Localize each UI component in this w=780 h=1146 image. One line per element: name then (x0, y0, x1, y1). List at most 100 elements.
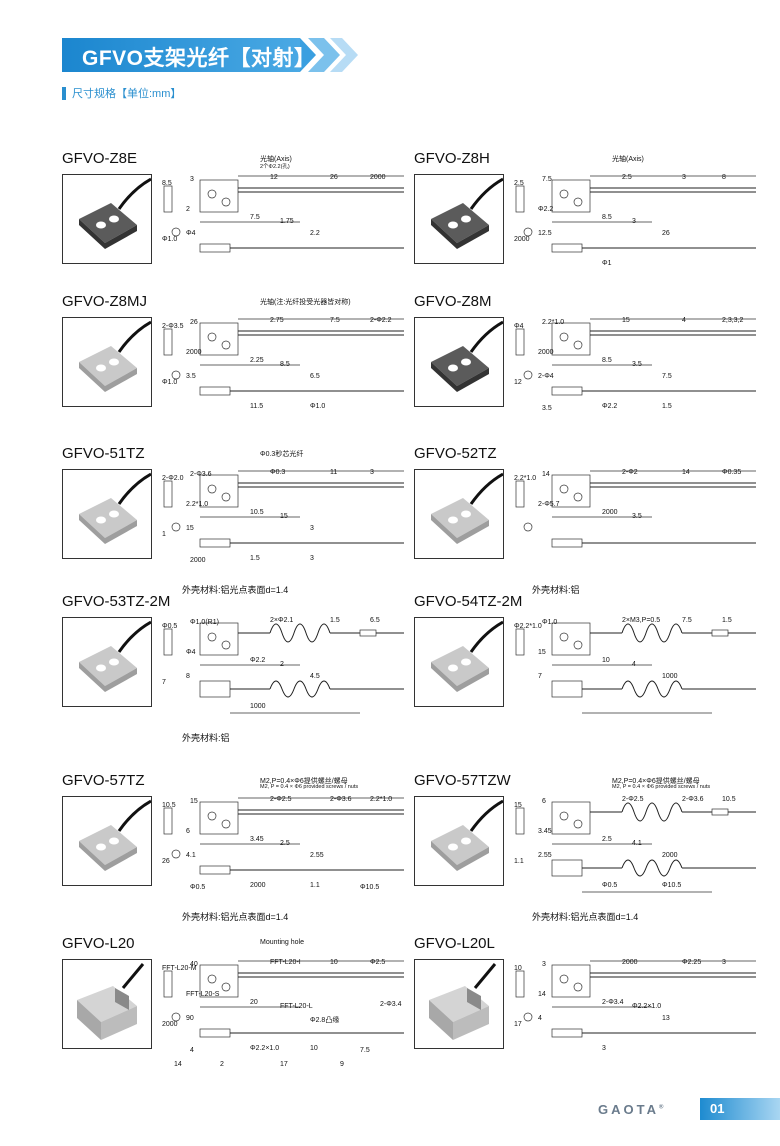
dimension-label: Φ4 (186, 230, 196, 237)
dimension-label: 1.1 (310, 882, 320, 889)
dimension-label: 3 (682, 174, 686, 181)
dimension-label: 7.5 (250, 214, 260, 221)
dimension-label: FFT-L20-S (186, 991, 220, 998)
dimension-label: FFT-L20-L (280, 1003, 313, 1010)
dimension-label: 3.5 (542, 405, 552, 412)
dimension-label: 7.5 (360, 1047, 370, 1054)
page-number-tab: 01 (700, 1098, 780, 1120)
title-banner: GFVO支架光纤【对射】 (62, 36, 362, 74)
dimension-label: 2-Φ2 (622, 469, 638, 476)
dimension-label: 10 (514, 965, 522, 972)
dimension-label: Φ2.25 (682, 959, 702, 966)
dimension-label: 8.5 (162, 180, 172, 187)
product-photo (62, 469, 152, 559)
dimension-label: 6.5 (370, 617, 380, 624)
product-photo (62, 796, 152, 886)
drawing-note: M2, P = 0.4 × Φ6 provided screws / nuts (260, 784, 359, 790)
dimension-label: 2-Φ5.7 (538, 501, 560, 508)
dimension-label: 2,3,3,2 (722, 317, 744, 324)
dimension-label: 7.5 (662, 373, 672, 380)
product-photo (62, 617, 152, 707)
dimension-label: 2-Φ3.4 (602, 999, 624, 1006)
subtitle-text: 尺寸规格【单位:mm】 (72, 88, 182, 100)
dimension-label: 3 (542, 961, 546, 968)
dimension-label: 2.2*1.0 (370, 796, 393, 803)
product-photo (62, 317, 152, 407)
dimension-label: 10 (330, 959, 338, 966)
dimension-label: 1.5 (722, 617, 732, 624)
dimension-label: 2.2*1.0 (542, 319, 565, 326)
dimension-label: 2000 (250, 882, 266, 889)
drawing-note: M2,P=0.4×Φ6提供螺丝/螺母 (260, 778, 348, 785)
product-photo (414, 959, 504, 1049)
dimension-label: Φ1.0 (542, 619, 558, 626)
dimension-label: 2-Φ2.2 (370, 317, 392, 324)
dimension-label: 3 (310, 555, 314, 562)
dimension-label: 2000 (190, 557, 206, 564)
dimension-label: 2.2*1.0 (514, 475, 537, 482)
dimension-label: 26 (662, 230, 670, 237)
dimension-label: 8.5 (602, 357, 612, 364)
dimension-label: 3 (190, 176, 194, 183)
product-photo (414, 317, 504, 407)
product-model: GFVO-57TZ (62, 772, 145, 789)
dimension-label: Φ1.0(R1) (190, 619, 219, 626)
dimension-label: 10.5 (162, 802, 176, 809)
dimension-label: 17 (280, 1061, 288, 1068)
dimension-label: Φ2.2×1.0 (632, 1003, 662, 1010)
dimension-label: 13 (662, 1015, 670, 1022)
dimension-label: Φ2.2*1.0 (514, 623, 542, 630)
dimension-label: 3.5 (632, 361, 642, 368)
dimension-label: 2000 (602, 509, 618, 516)
dimension-label: 10 (602, 657, 610, 664)
dimension-label: 2000 (514, 236, 530, 243)
dimension-label: 1.75 (280, 218, 294, 225)
dimension-label: 12 (270, 174, 278, 181)
product-model: GFVO-Z8E (62, 150, 138, 167)
dimension-label: Φ4 (186, 649, 196, 656)
dimension-label: 3 (602, 1045, 606, 1052)
dimension-label: 15 (186, 525, 194, 532)
material-note: 外壳材料:铝 (532, 585, 580, 595)
dimension-label: 8.5 (280, 361, 290, 368)
dimension-label: Φ1.0 (310, 403, 326, 410)
dimension-label: 7.5 (330, 317, 340, 324)
dimension-label: 10.5 (722, 796, 736, 803)
dimension-label: 2 (280, 661, 284, 668)
dimension-label: 2000 (662, 852, 678, 859)
section-subtitle: 尺寸规格【单位:mm】 (62, 86, 181, 100)
product-model: GFVO-51TZ (62, 445, 145, 462)
dimension-label: Φ0.5 (162, 623, 178, 630)
dimension-label: 90 (186, 1015, 194, 1022)
dimension-label: 2-Φ3.6 (190, 471, 212, 478)
dimension-label: 4.1 (186, 852, 196, 859)
dimension-label: 6 (186, 828, 190, 835)
dimension-label: Φ2.2 (538, 206, 554, 213)
dimension-label: 2000 (370, 174, 386, 181)
dimension-label: Φ10.5 (662, 882, 682, 889)
dimension-label: 11.5 (250, 403, 264, 410)
dimension-label: 2.5 (514, 180, 524, 187)
dimension-label: 7.5 (542, 176, 552, 183)
product-photo (414, 617, 504, 707)
product-model: GFVO-Z8M (414, 293, 492, 310)
dimension-label: 9 (340, 1061, 344, 1068)
product-photo (62, 174, 152, 264)
product-photo (414, 796, 504, 886)
dimension-label: 14 (538, 991, 546, 998)
dimension-label: 1.5 (662, 403, 672, 410)
drawing-note: M2,P=0.4×Φ6提供螺丝/螺母 (612, 778, 700, 785)
dimension-label: 2.2 (310, 230, 320, 237)
dimension-label: 7 (538, 673, 542, 680)
product-model: GFVO-52TZ (414, 445, 497, 462)
